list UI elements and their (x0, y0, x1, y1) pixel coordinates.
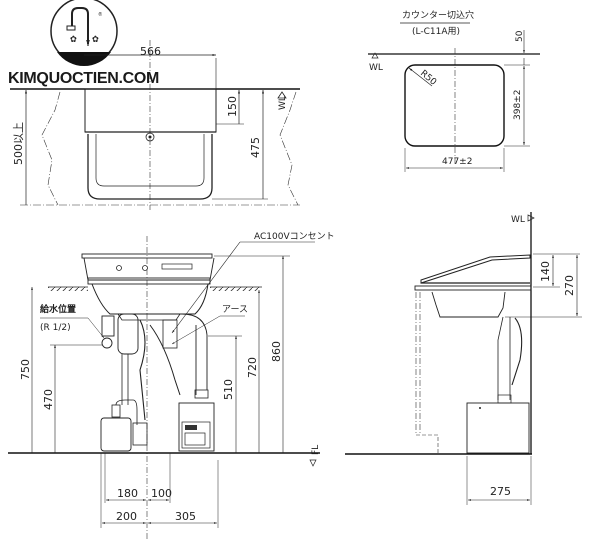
dim-510: 510 (222, 379, 235, 400)
fl-label-front: FL (311, 445, 321, 455)
side-view: WL 140 270 275 (345, 212, 582, 505)
wl-label-side: WL (511, 215, 525, 225)
faucet-logo-icon: ✿ ✿ ® (50, 0, 118, 67)
dim-470: 470 (42, 389, 55, 410)
dim-566: 566 (140, 45, 161, 58)
dim-150: 150 (226, 96, 239, 117)
water-supply-label: 給水位置 (40, 303, 76, 315)
front-view: FL AC100Vコンセント 給水位置 (R 1/2) アース 750 470 … (8, 231, 335, 540)
cutout-title: カウンター切込穴 (402, 9, 474, 21)
dim-100: 100 (151, 487, 172, 500)
svg-text:✿: ✿ (70, 35, 77, 45)
wl-label-cutout: WL (369, 63, 383, 73)
svg-text:✿: ✿ (92, 35, 99, 45)
dim-r50: R50 (418, 69, 438, 88)
dim-398: 398±2 (513, 90, 523, 120)
dim-270: 270 (563, 275, 576, 296)
dim-477: 477±2 (442, 157, 472, 167)
dim-860: 860 (270, 341, 283, 362)
registered-mark: ® (98, 11, 103, 18)
dim-140: 140 (539, 261, 552, 282)
cutout-view: カウンター切込穴 (L-C11A用) WL R50 50 398±2 477±2 (368, 9, 540, 172)
dim-305: 305 (175, 510, 196, 523)
wl-label-top: WL (278, 96, 288, 110)
water-supply-size: (R 1/2) (40, 323, 71, 333)
dim-750: 750 (19, 359, 32, 380)
dim-180: 180 (117, 487, 138, 500)
dim-720: 720 (246, 357, 259, 378)
outlet-label: AC100Vコンセント (254, 231, 335, 242)
dim-475: 475 (249, 137, 262, 158)
dim-275: 275 (490, 485, 511, 498)
ground-label: アース (222, 305, 248, 315)
dim-50: 50 (515, 30, 525, 42)
dim-200: 200 (116, 510, 137, 523)
cutout-subtitle: (L-C11A用) (412, 26, 460, 37)
dim-500-min: 500以上 (12, 122, 25, 165)
watermark-brand: KIMQUOCTIEN.COM (8, 70, 160, 87)
top-view: 566 500以上 150 475 WL (10, 40, 300, 210)
